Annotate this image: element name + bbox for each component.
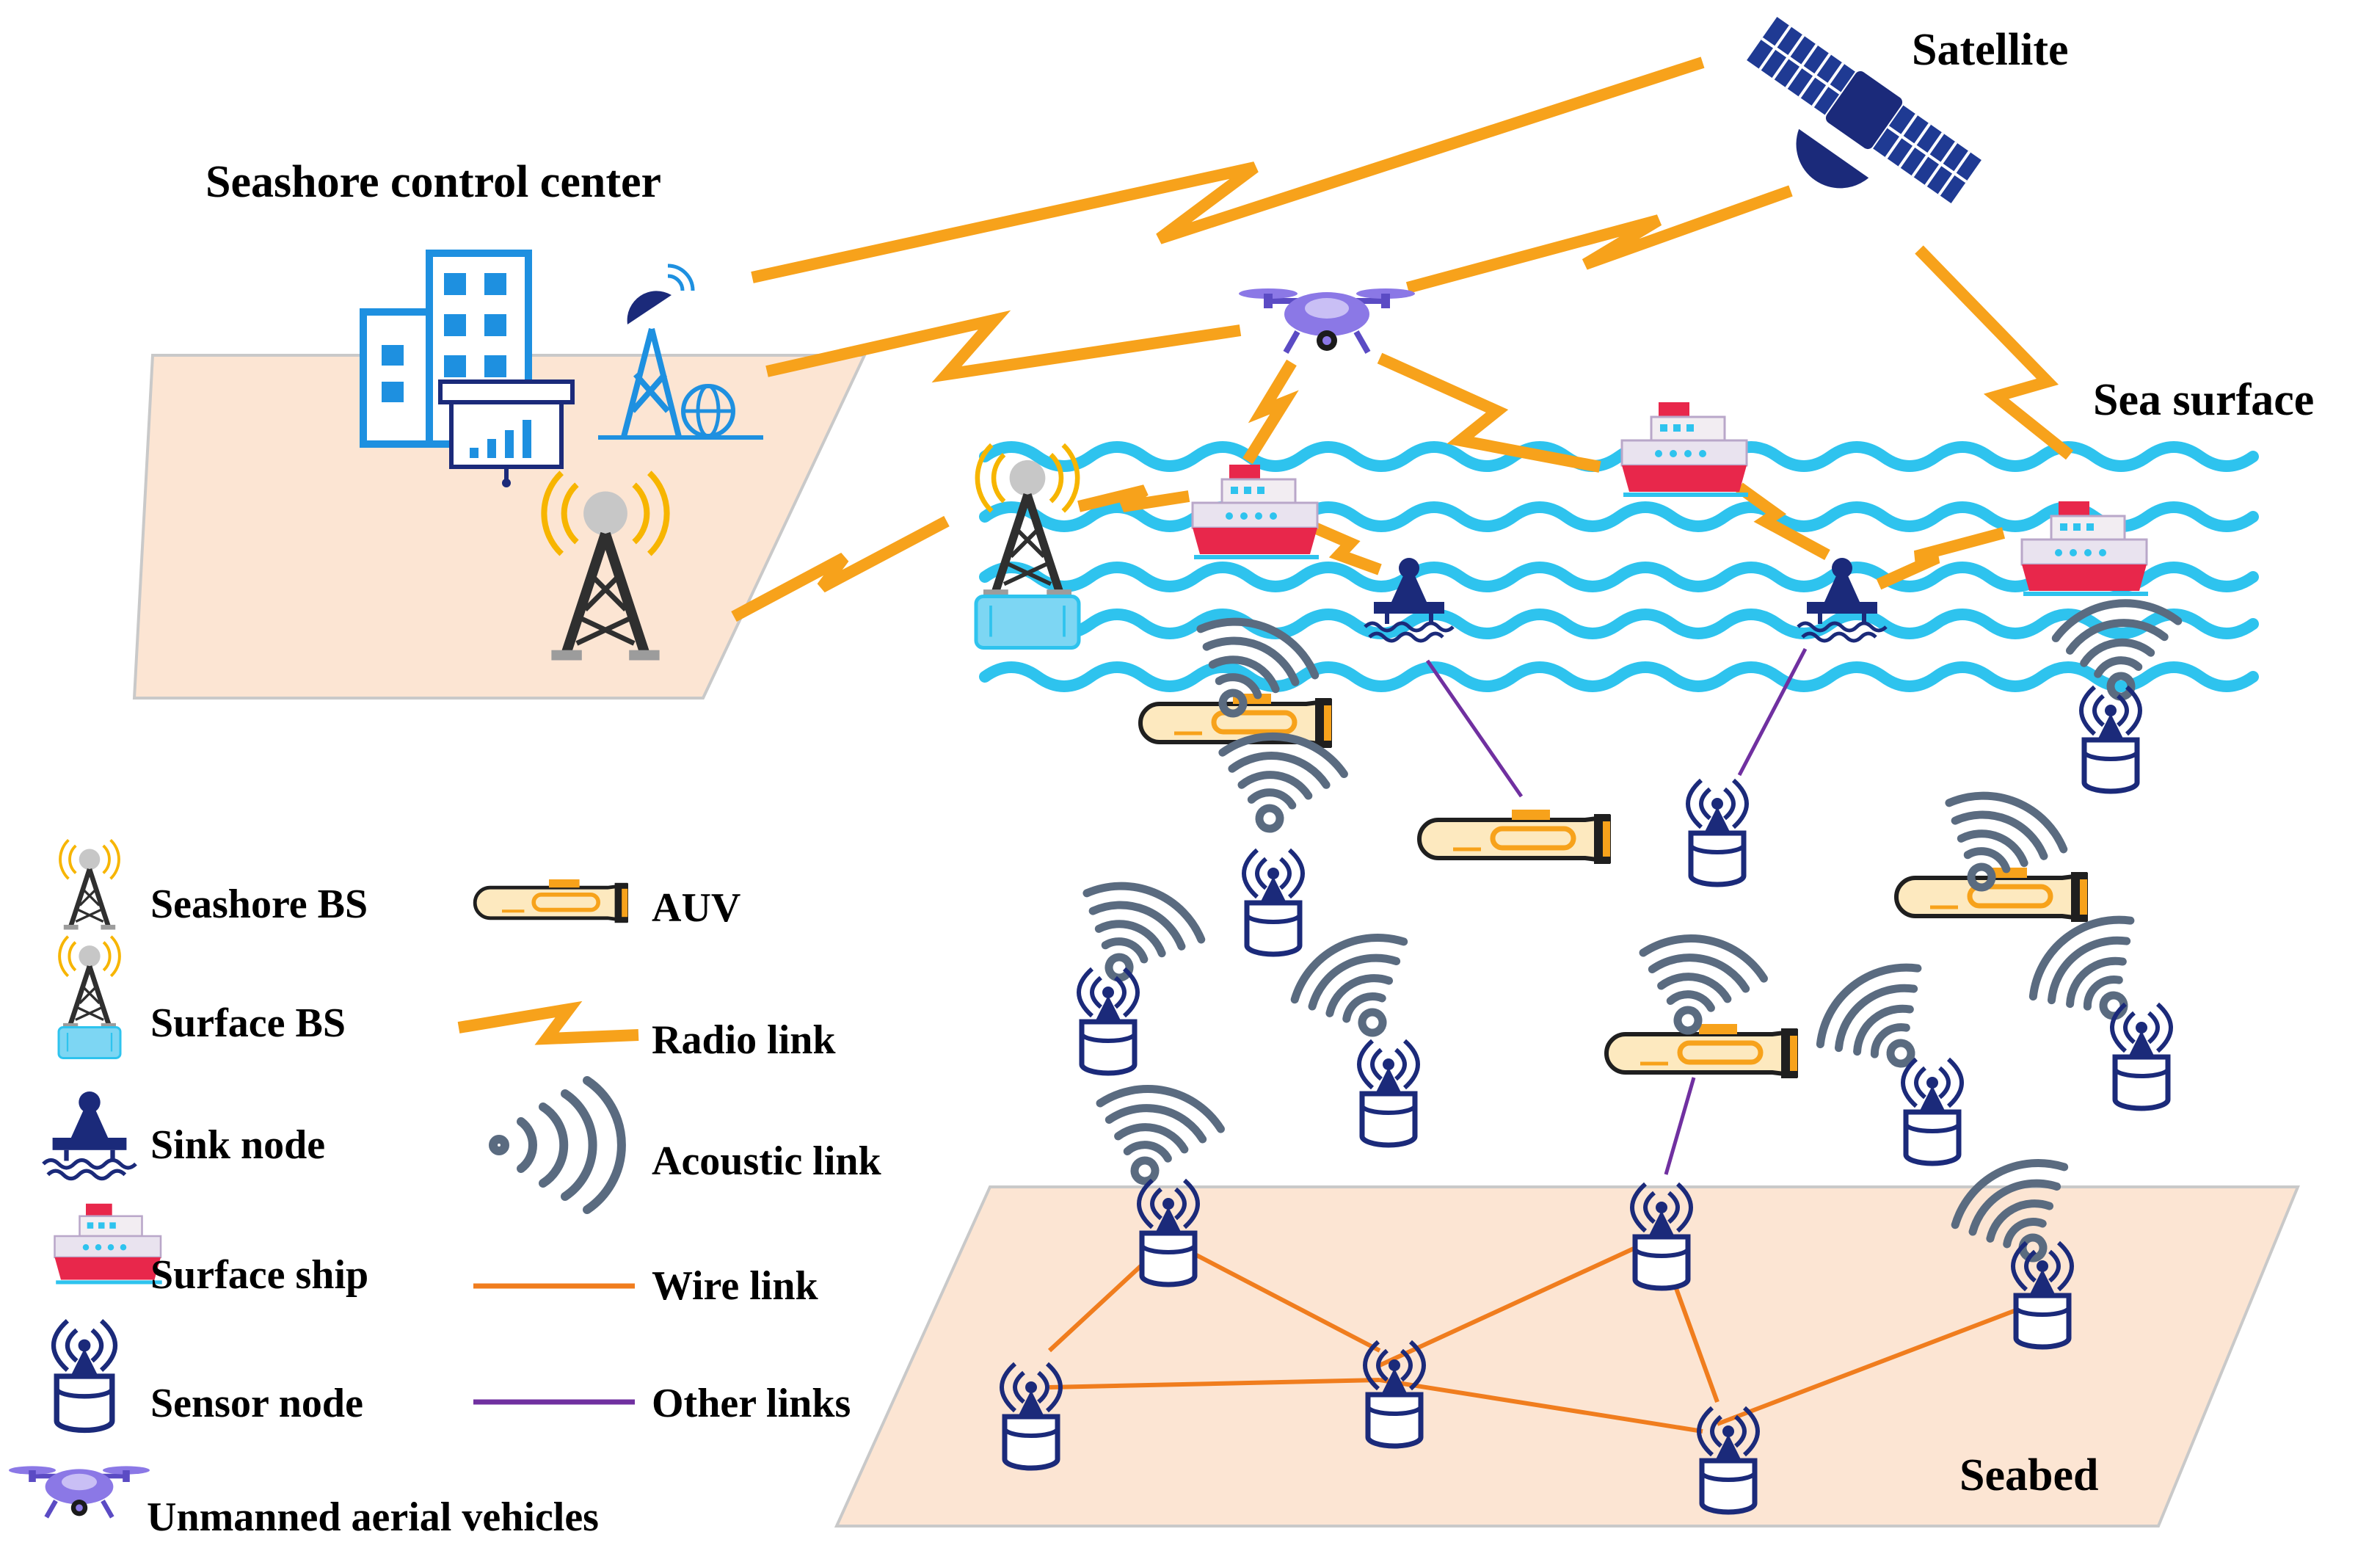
dish-antenna-tower-icon xyxy=(598,264,763,440)
radio-link-uav-ship xyxy=(1377,352,1601,473)
radio-link-surfacebs-ship xyxy=(1077,484,1190,512)
auv-icon-2 xyxy=(1419,810,1610,864)
radio-link-ship-sink2 xyxy=(1736,482,1830,561)
legend-wire-link-label: Wire link xyxy=(652,1263,819,1309)
legend-sink-node-icon xyxy=(43,1091,136,1179)
legend-sink-node-label: Sink node xyxy=(150,1122,325,1168)
legend-sensor-node-icon xyxy=(54,1321,115,1430)
legend-other-links-label: Other links xyxy=(652,1381,851,1426)
legend-auv-label: AUV xyxy=(652,885,740,931)
legend-surface-ship-icon xyxy=(55,1204,162,1282)
legend-seashore-bs-label: Seashore BS xyxy=(150,882,368,927)
satellite-icon xyxy=(1747,17,1981,203)
radio-link-center-uav xyxy=(765,310,1242,383)
legend-surface-ship-label: Surface ship xyxy=(150,1252,368,1298)
legend-radio-link-label: Radio link xyxy=(652,1017,836,1063)
legend-auv-icon xyxy=(475,879,627,923)
satellite-label: Satellite xyxy=(1912,25,2069,75)
ship-icon-1 xyxy=(1193,465,1319,557)
legend-uav-icon xyxy=(9,1466,150,1517)
sensor-node xyxy=(1244,850,1303,954)
legend-uav-label: Unmanned aerial vehicles xyxy=(147,1494,599,1540)
legend: Seashore BS Surface BS Sink node Surface… xyxy=(9,840,882,1540)
sensor-node xyxy=(1079,969,1138,1073)
sensor-node xyxy=(1903,1059,1962,1163)
control-center-label: Seashore control center xyxy=(205,157,661,207)
sensor-node xyxy=(2112,1004,2171,1108)
radio-link-uav-boat xyxy=(1242,359,1299,465)
sensor-node xyxy=(1359,1041,1418,1145)
legend-acoustic-link-label: Acoustic link xyxy=(652,1138,882,1184)
sea-surface-label: Sea surface xyxy=(2093,375,2314,425)
uav-icon xyxy=(1239,288,1415,352)
sensor-node xyxy=(1688,780,1747,884)
other-links xyxy=(1425,647,1808,1175)
legend-surface-bs-label: Surface BS xyxy=(150,1000,346,1046)
sensor-node xyxy=(2081,687,2140,791)
legend-seashore-bs-icon xyxy=(60,840,119,929)
legend-radio-link-icon xyxy=(457,1000,639,1045)
seabed-label: Seabed xyxy=(1959,1450,2098,1500)
legend-sensor-node-label: Sensor node xyxy=(150,1381,363,1426)
legend-acoustic-link-icon xyxy=(489,1076,626,1214)
acoustic-waves xyxy=(1063,593,2189,1285)
radio-link-ship-sink xyxy=(1303,518,1382,575)
seabed-area xyxy=(834,1185,2300,1528)
radio-link-seashore-surfacebs xyxy=(731,515,950,622)
seashore-land xyxy=(132,354,867,700)
control-center-buildings xyxy=(360,250,575,487)
surface-bs-icon xyxy=(976,445,1079,647)
radio-link-uav-satellite xyxy=(1405,185,1793,294)
ship-icon-2 xyxy=(1622,402,1748,495)
radio-link-center-satellite xyxy=(751,57,1705,283)
radio-link-sink-ship xyxy=(1876,527,2006,590)
auv-icon-4 xyxy=(1606,1024,1797,1078)
legend-surface-bs-icon xyxy=(59,937,120,1058)
radio-link-satellite-ship xyxy=(1915,245,2073,460)
radio-links xyxy=(731,57,2073,622)
